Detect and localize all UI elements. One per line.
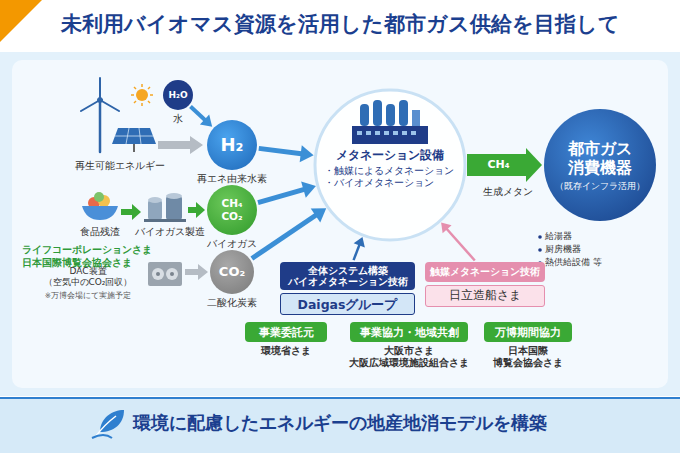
node-caption: 環境省さま	[241, 345, 331, 357]
catalyst-tech-box: 触媒メタネーション技術	[425, 262, 545, 282]
note-label: ※万博会場にて実施予定	[36, 291, 140, 300]
green-arrow	[121, 204, 141, 220]
co2-circle: CO₂二酸化炭素	[210, 250, 254, 294]
note-label: 食品残渣	[72, 226, 128, 238]
green-arrow	[188, 202, 205, 218]
note-label: 給湯器	[545, 231, 635, 242]
arrow-head	[301, 181, 316, 197]
note-label: バイオガス製造	[130, 226, 210, 238]
dac-unit	[148, 262, 182, 286]
node-text: メタネーション設備	[336, 148, 444, 162]
note-label: 熱供給設備 等	[545, 257, 645, 268]
grey-arrow	[185, 264, 208, 280]
block-arrow	[467, 154, 526, 176]
note-label: DAC装置 （空気中のCO₂回収）	[36, 266, 140, 289]
node-caption: 二酸化炭素	[202, 297, 262, 308]
node-text: CH₄ CO₂	[216, 197, 248, 222]
caption: 環境に配慮したエネルギーの地産地消モデルを構築	[0, 412, 680, 435]
plant-illustration	[352, 100, 428, 144]
node-text: （既存インフラ活用）	[555, 181, 645, 191]
biogas-plant	[144, 193, 186, 222]
solar-panel	[112, 128, 156, 152]
arrow-head	[441, 223, 451, 234]
hydrogen-circle: H₂再エネ由来水素	[207, 120, 257, 170]
leaf-icon	[92, 410, 124, 438]
bottom-band	[0, 398, 680, 453]
node-caption: 日本国際 博覧会協会さま	[473, 345, 583, 369]
hitachi-box: 日立造船さま	[425, 285, 545, 307]
note-label: 生成メタン	[470, 186, 546, 198]
node-caption: 大阪市さま 大阪広域環境施設組合さま	[339, 345, 479, 369]
arrow-head	[311, 208, 327, 222]
cooperation-box: 事業協力・地域共創大阪市さま 大阪広域環境施設組合さま	[350, 322, 468, 342]
node-text: 万博期間協力	[495, 326, 561, 339]
node-text: ・触媒によるメタネーション ・バイオメタネーション	[324, 165, 456, 188]
note-label: 再生可能エネルギー	[60, 160, 180, 172]
node-text: H₂	[221, 134, 244, 156]
node-text: 日立造船さま	[449, 289, 521, 303]
connector	[258, 189, 306, 203]
note-label: 厨房機器	[545, 244, 635, 255]
arrow-head	[200, 115, 212, 127]
title: 未利用バイオマス資源を活用した都市ガス供給を目指して	[0, 11, 680, 37]
connector	[252, 214, 318, 259]
note-label: ライフコーポレーションさま 日本国際博覧会協会さま	[22, 244, 172, 269]
commissioner-box: 事業委託元環境省さま	[245, 322, 327, 342]
corner-triangle	[0, 0, 42, 42]
grey-arrow	[158, 136, 203, 154]
node-caption: バイオガス	[202, 238, 262, 249]
inner-panel	[12, 60, 668, 388]
node-text: 触媒メタネーション技術	[430, 266, 540, 277]
methanation-facility: メタネーション設備・触媒によるメタネーション ・バイオメタネーション	[315, 90, 465, 240]
arrow-head	[300, 145, 314, 162]
node-text: 都市ガス 消費機器	[562, 139, 638, 177]
node-text: H₂O	[168, 90, 187, 101]
methanation-circle	[315, 90, 465, 240]
city-gas-circle: 都市ガス 消費機器 （既存インフラ活用）	[544, 109, 656, 221]
food-waste	[82, 192, 118, 220]
sun	[131, 84, 153, 106]
band-line	[0, 397, 680, 399]
bullet-dots	[538, 235, 542, 265]
node-text: CO₂	[219, 264, 245, 280]
arrow-head	[354, 237, 365, 248]
system-tech-box: 全体システム構築 バイオメタネーション技術	[280, 262, 415, 290]
arrow-head	[526, 148, 542, 182]
node-caption: 水	[163, 113, 193, 124]
node-text: Daigasグループ	[298, 297, 398, 312]
node-text: 全体システム構築 バイオメタネーション技術	[283, 265, 412, 288]
node-text: 事業委託元	[259, 326, 314, 339]
connector	[354, 244, 360, 260]
main-panel	[0, 52, 680, 396]
node-text: 事業協力・地域共創	[360, 326, 459, 339]
biogas-circle: CH₄ CO₂バイオガス	[207, 185, 257, 235]
connector	[446, 228, 475, 261]
connector	[259, 148, 304, 154]
edge-label: CH₄	[486, 158, 510, 172]
expo-box: 万博期間協力日本国際 博覧会協会さま	[484, 322, 572, 342]
node-caption: 再エネ由来水素	[192, 173, 272, 184]
water-circle: H₂O水	[163, 80, 193, 110]
connector	[190, 107, 206, 121]
daigas-box: Daigasグループ	[280, 293, 415, 315]
